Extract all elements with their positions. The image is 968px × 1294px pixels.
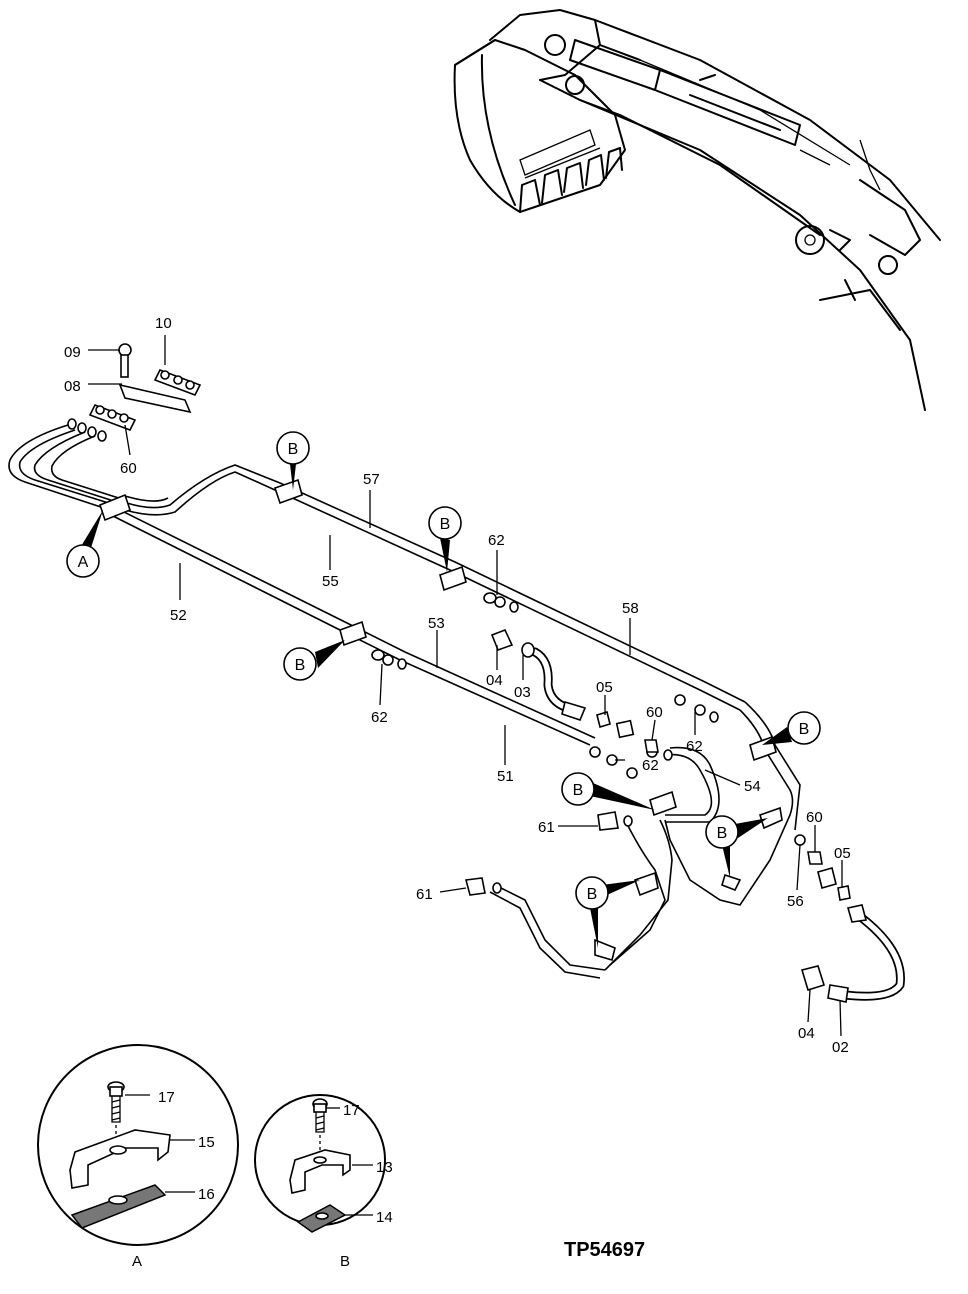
label-05: 05: [596, 679, 613, 696]
label-60: 60: [646, 704, 663, 721]
svg-text:B: B: [295, 657, 306, 674]
label-09: 09: [64, 344, 81, 361]
callout-a: A: [66, 544, 100, 578]
label-62: 62: [488, 532, 505, 549]
label-14: 14: [376, 1209, 393, 1226]
detail-label-b: B: [340, 1253, 350, 1270]
leader-lines: [80, 335, 843, 1216]
callout-b-4: B: [787, 711, 821, 745]
label-17: 17: [343, 1102, 360, 1119]
detail-label-a: A: [132, 1253, 142, 1270]
fittings: [67, 343, 868, 1003]
label-03: 03: [514, 684, 531, 701]
label-61: 61: [416, 886, 433, 903]
label-02: 02: [832, 1039, 849, 1056]
label-54: 54: [744, 778, 761, 795]
label-57: 57: [363, 471, 380, 488]
label-16: 16: [198, 1186, 215, 1203]
svg-text:B: B: [440, 516, 451, 533]
label-51: 51: [497, 768, 514, 785]
label-53: 53: [428, 615, 445, 632]
label-55: 55: [322, 573, 339, 590]
label-60: 60: [120, 460, 137, 477]
label-61: 61: [538, 819, 555, 836]
label-62: 62: [686, 738, 703, 755]
label-13: 13: [376, 1159, 393, 1176]
svg-text:B: B: [288, 441, 299, 458]
svg-text:A: A: [78, 554, 89, 571]
callout-b-2: B: [428, 506, 462, 540]
detail-a: 17 15 16 A: [37, 1044, 239, 1270]
svg-text:B: B: [799, 721, 810, 738]
callout-b-6: B: [705, 815, 739, 849]
label-60: 60: [806, 809, 823, 826]
callouts: B B A B B B B B: [66, 431, 821, 910]
callout-b-3: B: [283, 647, 317, 681]
label-17: 17: [158, 1089, 175, 1106]
label-62: 62: [371, 709, 388, 726]
label-08: 08: [64, 378, 81, 395]
excavator-arm-illustration: [453, 9, 941, 411]
svg-text:B: B: [587, 886, 598, 903]
label-05: 05: [834, 845, 851, 862]
label-56: 56: [787, 893, 804, 910]
label-62: 62: [642, 757, 659, 774]
svg-text:B: B: [717, 825, 728, 842]
label-04: 04: [798, 1025, 815, 1042]
label-52: 52: [170, 607, 187, 624]
drawing-id: TP54697: [564, 1239, 645, 1261]
label-04: 04: [486, 672, 503, 689]
callout-b-1: B: [276, 431, 310, 465]
label-10: 10: [155, 315, 172, 332]
part-labels: 09 10 08 60 57 55 52 62 58 53 04 03 05 6…: [64, 315, 851, 1056]
label-58: 58: [622, 600, 639, 617]
callout-b-7: B: [575, 876, 609, 910]
callout-b-5: B: [561, 772, 595, 806]
detail-b: 17 13 14 B: [254, 1094, 393, 1270]
label-15: 15: [198, 1134, 215, 1151]
svg-text:B: B: [573, 782, 584, 799]
